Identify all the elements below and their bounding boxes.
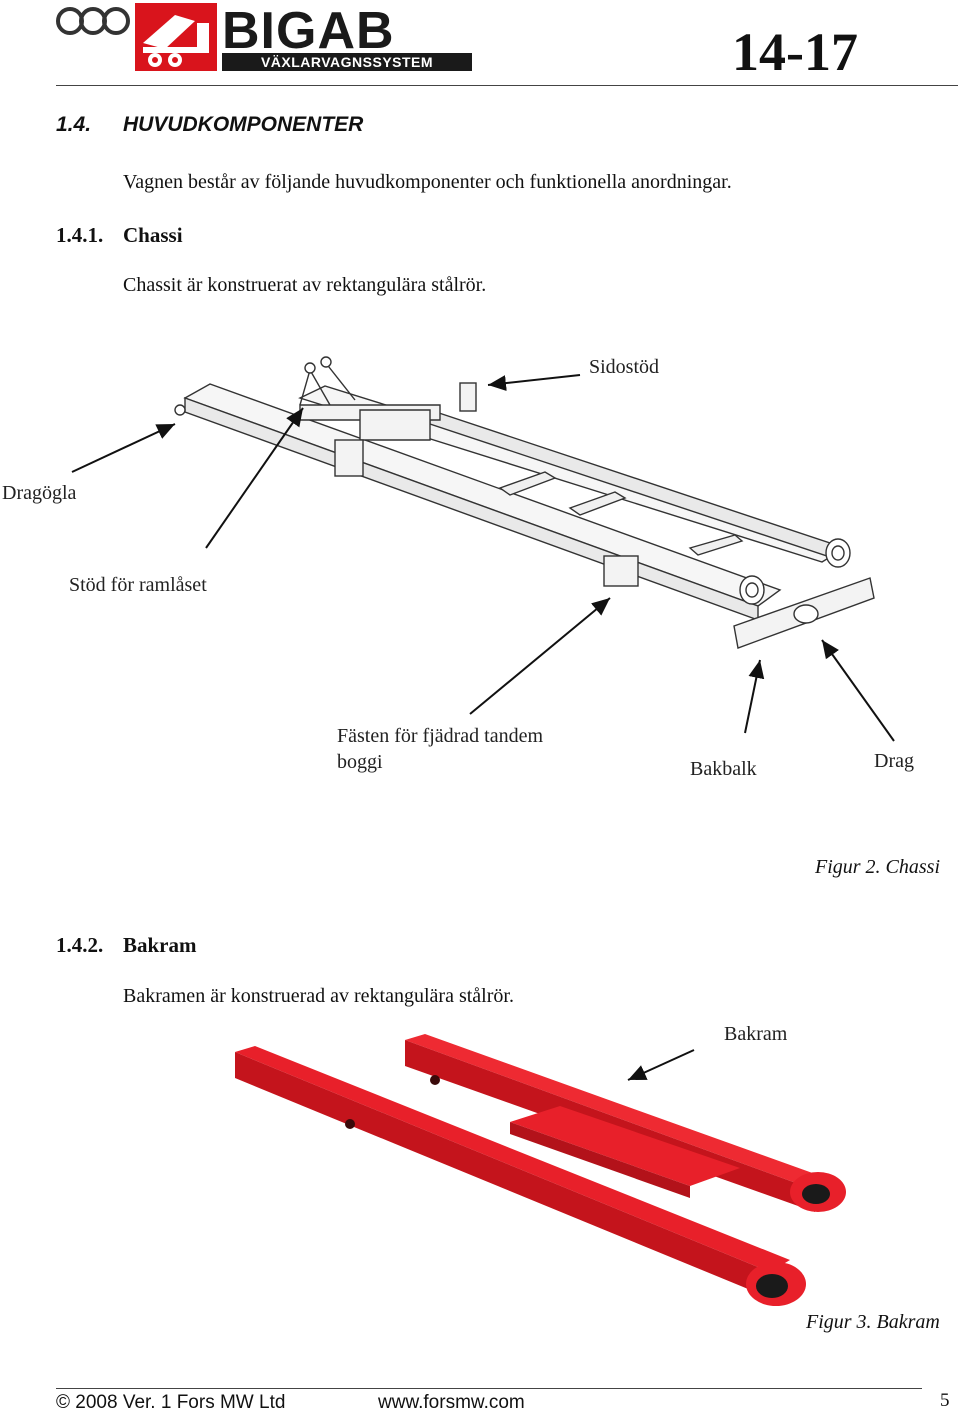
logo-truck-icon [135, 3, 217, 71]
footer-divider [56, 1388, 922, 1389]
label-sidostod: Sidostöd [589, 356, 660, 378]
page-number: 5 [940, 1390, 950, 1411]
label-bakram: Bakram [724, 1023, 788, 1045]
section-intro: Vagnen består av följande huvudkomponent… [123, 171, 732, 193]
bakram-figure [235, 1034, 846, 1306]
label-dragogla: Dragögla [2, 482, 77, 504]
section-number: 1.4. [56, 113, 92, 136]
chassi-figure [71, 356, 895, 742]
figure-3-caption: Figur 3. Bakram [806, 1311, 940, 1333]
label-fasten-line2: boggi [337, 751, 383, 773]
header-divider [56, 85, 958, 86]
label-stod-ramlaset: Stöd för ramlåset [69, 574, 207, 596]
logo-wordmark: BIGAB [222, 2, 395, 60]
chassi-text: Chassit är konstruerat av rektangulära s… [123, 274, 487, 296]
section-title: HUVUDKOMPONENTER [123, 113, 364, 136]
chassi-number: 1.4.1. [56, 223, 104, 247]
label-bakbalk: Bakbalk [690, 758, 757, 780]
logo-rings-icon [56, 7, 130, 35]
logo-subtitle: VÄXLARVAGNSSYSTEM [222, 53, 472, 71]
footer-website[interactable]: www.forsmw.com [378, 1392, 525, 1413]
bakram-number: 1.4.2. [56, 933, 104, 957]
footer-copyright: © 2008 Ver. 1 Fors MW Ltd [56, 1392, 286, 1413]
label-drag: Drag [874, 750, 914, 772]
figure-2-caption: Figur 2. Chassi [815, 856, 941, 878]
page-code: 14-17 [732, 22, 858, 82]
chassi-title: Chassi [123, 223, 183, 247]
label-fasten-line1: Fästen för fjädrad tandem [337, 725, 544, 747]
bakram-title: Bakram [123, 933, 197, 957]
bakram-text: Bakramen är konstruerad av rektangulära … [123, 985, 514, 1007]
